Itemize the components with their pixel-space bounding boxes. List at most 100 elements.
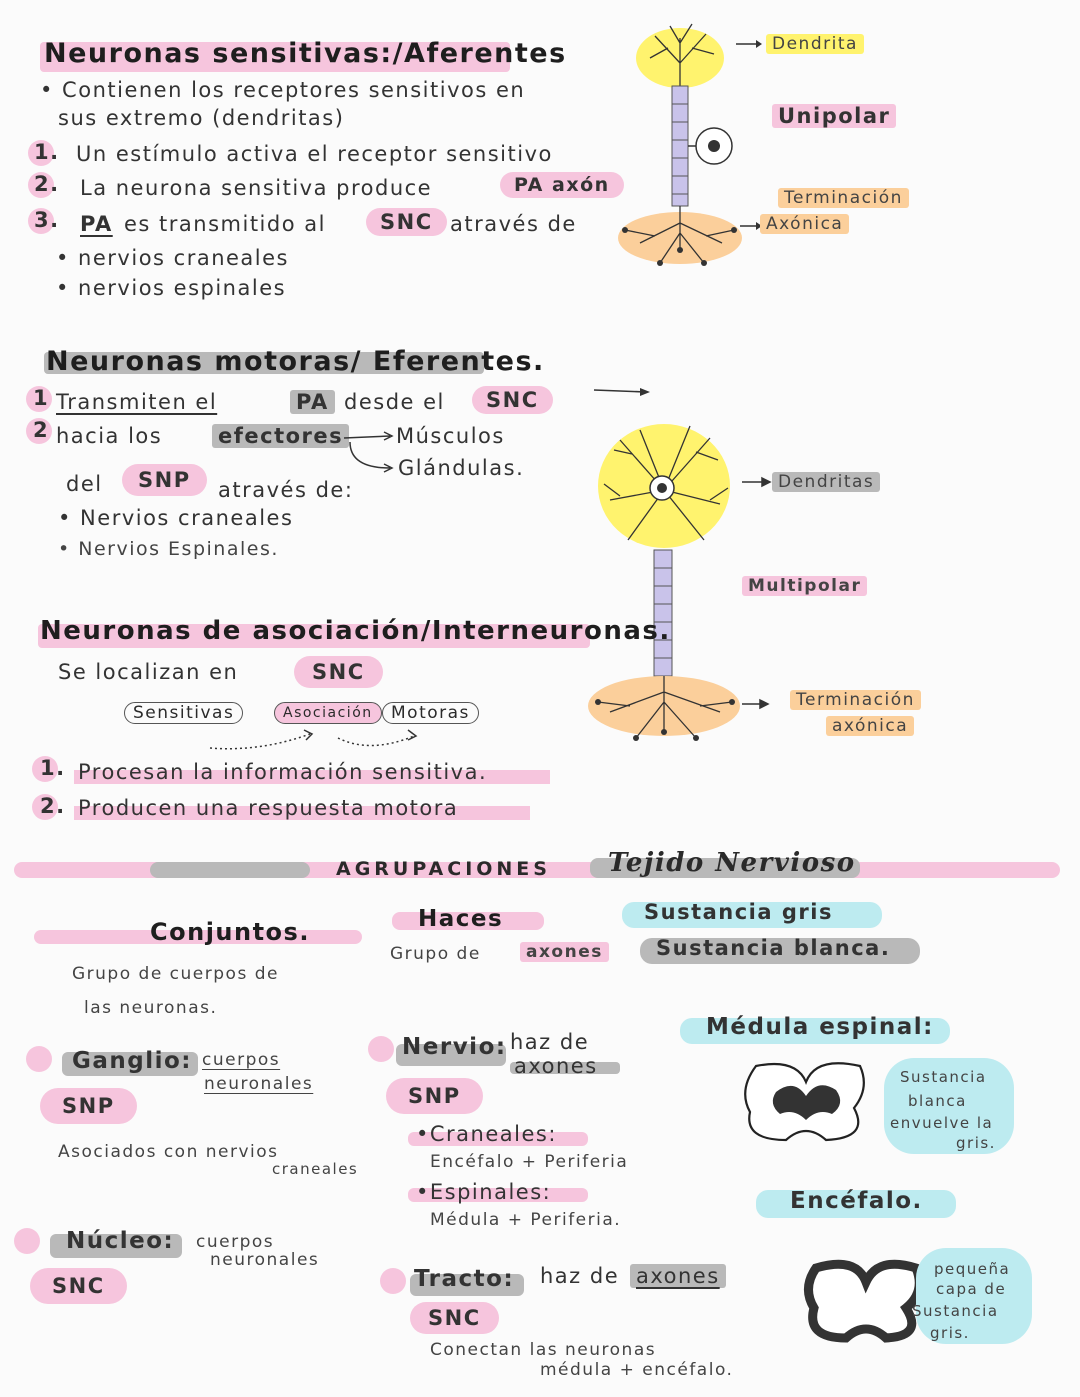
item-dot <box>368 1036 394 1062</box>
item-dot <box>380 1268 406 1294</box>
text-highlight <box>510 1062 620 1074</box>
nervio-heading: Nervio: <box>402 1034 507 1060</box>
asociacion-1-number: 1. <box>40 756 66 780</box>
step-dot <box>32 756 58 782</box>
tracto-snc-badge: SNC <box>410 1302 499 1334</box>
multipolar-neuron-diagram <box>588 388 740 741</box>
medula-heading: Médula espinal: <box>706 1014 934 1040</box>
step-3-text: es transmitido al <box>124 212 326 236</box>
nucleo-heading: Núcleo: <box>66 1228 175 1254</box>
text-highlight <box>74 770 550 784</box>
section-divider-shade <box>150 862 310 878</box>
nucleo-desc-1: cuerpos <box>196 1232 275 1252</box>
bullet-espinales: • Nervios Espinales. <box>58 538 279 560</box>
motoras-atraves: através de: <box>218 478 354 502</box>
step-2-text: La neurona sensitiva produce <box>80 176 433 200</box>
tracto-desc: haz de <box>540 1264 620 1288</box>
asociacion-title: Neuronas de asociación/Interneuronas. <box>40 616 671 646</box>
text-highlight <box>408 1132 588 1146</box>
step-3-snc: SNC <box>366 208 447 236</box>
encephalon-drawing <box>804 1259 924 1343</box>
encefalo-heading: Encéfalo. <box>790 1188 923 1214</box>
encefalo-note-1: pequeña <box>934 1260 1011 1278</box>
label-arrows <box>742 476 772 710</box>
medula-note-3: envuelve la <box>890 1114 994 1132</box>
motoras-snp: SNP <box>122 464 207 496</box>
asociacion-2-number: 2. <box>40 794 66 818</box>
motoras-2-efectores: efectores <box>212 424 350 448</box>
conjuntos-heading: Conjuntos. <box>150 918 310 946</box>
motoras-1-pa: PA <box>290 390 335 414</box>
sensitivas-intro-1: • Contienen los receptores sensitivos en <box>40 78 526 102</box>
motoras-1-desde: desde el <box>344 390 445 414</box>
heading-highlight <box>410 1274 524 1296</box>
sensitivas-title: Neuronas sensitivas:/Aferentes <box>44 38 567 69</box>
step-3-text-end: através de <box>450 212 577 236</box>
step-dot <box>32 794 58 820</box>
motoras-1-snc: SNC <box>472 386 553 414</box>
heading-highlight <box>640 938 920 964</box>
motoras-1-number: 1 <box>33 386 50 410</box>
step-dot <box>26 386 52 412</box>
target-glandulas: Glándulas. <box>398 456 525 480</box>
motoras-title: Neuronas motoras/ Eferentes. <box>46 346 545 377</box>
unipolar-neuron-diagram <box>618 23 762 266</box>
step-3-pa: PA <box>80 212 113 236</box>
nervio-desc-2: axones <box>514 1054 598 1078</box>
haces-axones: axones <box>520 942 609 962</box>
note-highlight <box>916 1248 1032 1344</box>
asociacion-location: Se localizan en <box>58 660 239 684</box>
espinales-desc: Médula + Periferia. <box>430 1210 622 1230</box>
sustancia-blanca: Sustancia blanca. <box>656 936 891 960</box>
medula-note-4: gris. <box>956 1134 996 1152</box>
section-divider-shade <box>590 858 860 878</box>
nervio-desc-1: haz de <box>510 1030 590 1054</box>
motoras-2-number: 2 <box>33 418 50 442</box>
nucleo-desc-2: neuronales <box>210 1250 320 1270</box>
tejido-nervioso-title: Tejido Nervioso <box>608 848 856 878</box>
motoras-2-text: hacia los <box>56 424 163 448</box>
encefalo-note-2: capa de <box>936 1280 1007 1298</box>
label-unipolar: Unipolar <box>772 104 897 128</box>
espinales-heading: •Espinales: <box>416 1180 552 1204</box>
agrupaciones-title: AGRUPACIONES <box>336 858 551 880</box>
conjuntos-desc-1: Grupo de cuerpos de <box>72 964 279 984</box>
step-1-text: Un estímulo activa el receptor sensitivo <box>76 142 553 166</box>
nucleo-snc-badge: SNC <box>30 1268 127 1304</box>
spinal-cord-drawing <box>744 1062 865 1142</box>
heading-highlight <box>50 1234 182 1258</box>
target-musculos: Músculos <box>396 424 505 448</box>
asociacion-snc: SNC <box>294 656 383 688</box>
note-highlight <box>884 1058 1014 1154</box>
medula-note-2: blanca <box>908 1092 967 1110</box>
title-highlight <box>38 624 590 648</box>
medula-note-1: Sustancia <box>900 1068 987 1086</box>
text-highlight <box>408 1188 588 1202</box>
sustancia-gris: Sustancia gris <box>644 900 833 924</box>
heading-highlight <box>392 912 544 930</box>
step-1-number: 1. <box>34 140 60 164</box>
step-dot <box>28 140 54 166</box>
text-highlight <box>74 806 530 820</box>
motoras-del: del <box>66 472 103 496</box>
step-2-highlight: PA axón <box>500 172 624 198</box>
ganglio-note-2: craneales <box>272 1160 359 1178</box>
label-dendrita: Dendrita <box>766 34 864 54</box>
step-dot <box>28 172 54 198</box>
heading-highlight <box>756 1190 956 1218</box>
bullet-espinales: • nervios espinales <box>56 276 287 300</box>
oval-sensitivas: Sensitivas <box>124 702 244 724</box>
asociacion-1-text: Procesan la información sensitiva. <box>78 760 488 784</box>
item-dot <box>14 1228 40 1254</box>
tracto-heading: Tracto: <box>414 1266 515 1292</box>
bullet-craneales: • Nervios craneales <box>58 506 294 530</box>
label-terminacion: Terminación <box>790 690 921 710</box>
ganglio-heading: Ganglio: <box>72 1048 193 1074</box>
encefalo-note-3: Sustancia <box>912 1302 999 1320</box>
heading-highlight <box>680 1018 950 1044</box>
bullet-craneales: • nervios craneales <box>56 246 289 270</box>
heading-highlight <box>62 1052 198 1076</box>
oval-motoras: Motoras <box>382 702 479 724</box>
craneales-heading: •Craneales: <box>416 1122 557 1146</box>
motoras-1-text: Transmiten el <box>56 390 218 414</box>
